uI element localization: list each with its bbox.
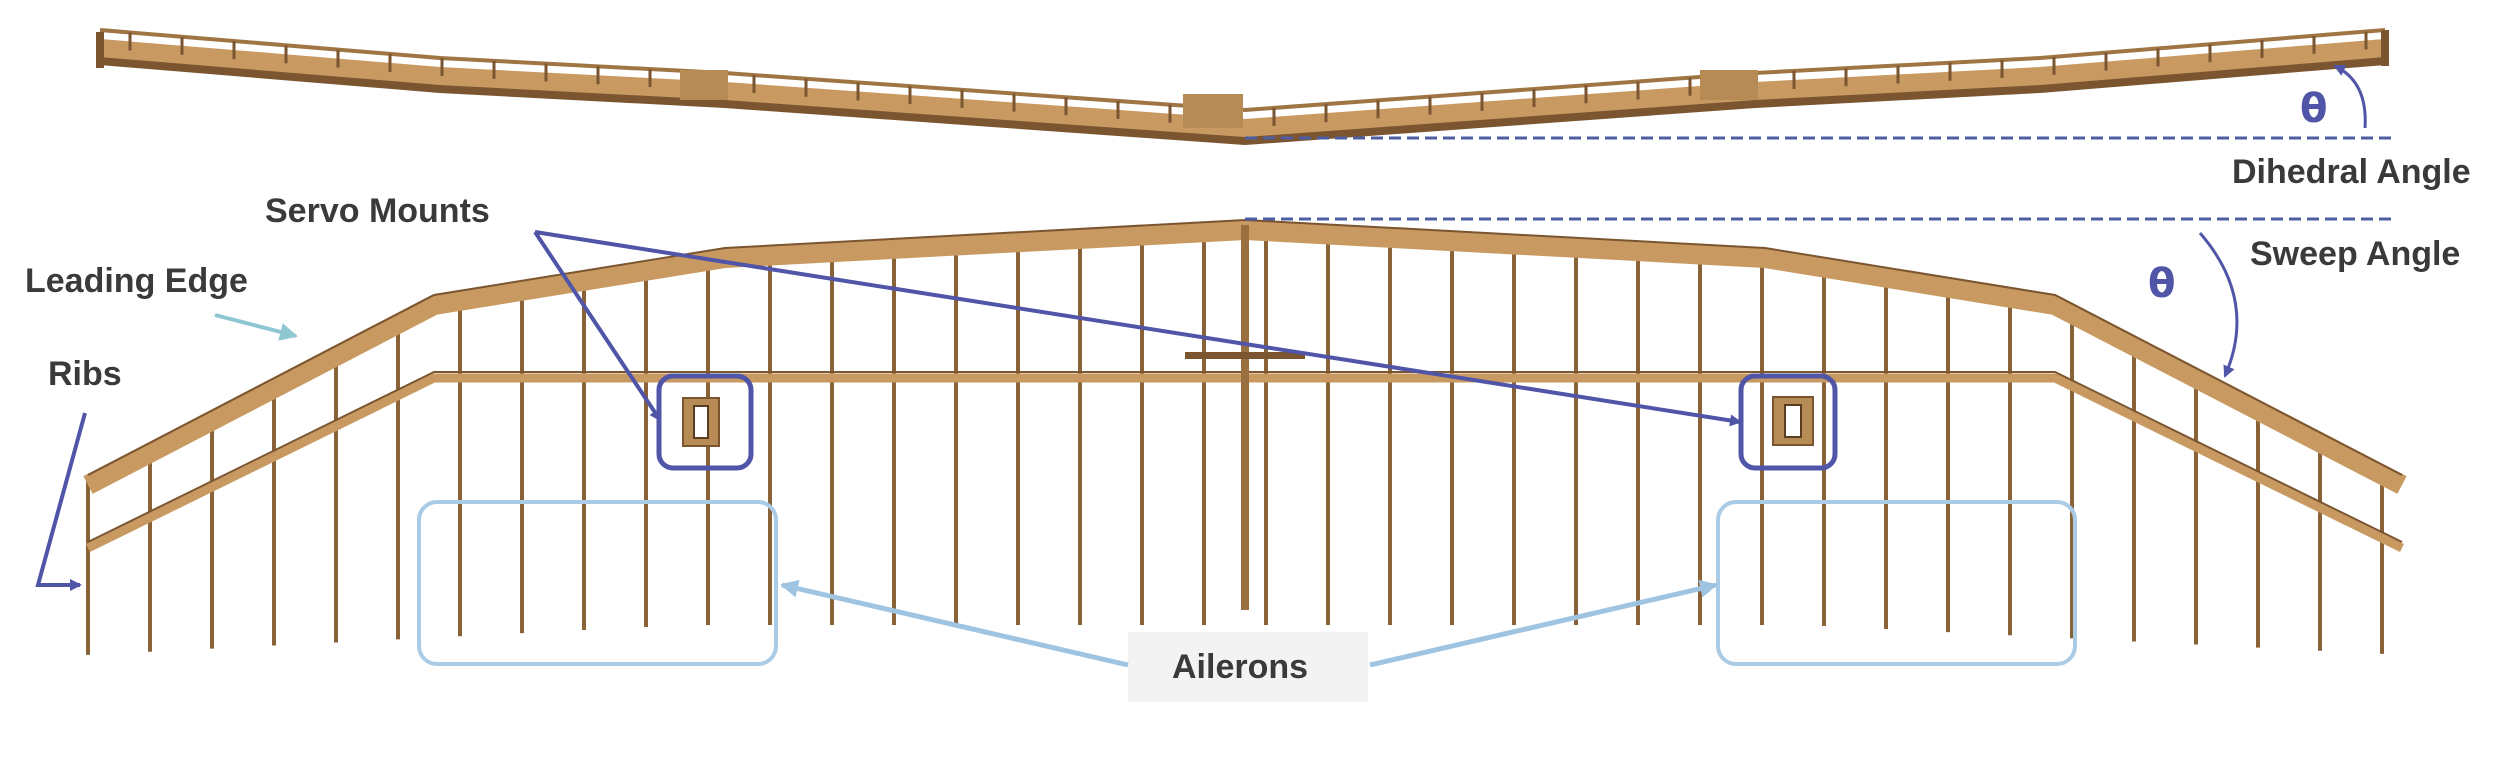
front-servo-block-left bbox=[680, 70, 728, 100]
servo-highlight-box-left bbox=[656, 373, 754, 471]
servo-arrow-right bbox=[534, 230, 1742, 427]
aileron-box-right bbox=[1716, 500, 2077, 666]
top-view-wing bbox=[83, 218, 2407, 655]
center-plate bbox=[1185, 352, 1305, 359]
ribs-arrow bbox=[35, 412, 87, 591]
front-tip-left bbox=[96, 32, 104, 68]
aileron-box-left bbox=[417, 500, 778, 666]
leading-edge-arrow bbox=[214, 313, 298, 341]
front-tip-right bbox=[2381, 30, 2389, 66]
front-spar-lower bbox=[99, 55, 2386, 145]
servo-mount-left-slot bbox=[693, 405, 709, 439]
front-center-block bbox=[1183, 94, 1243, 128]
front-servo-block-right bbox=[1700, 70, 1758, 100]
sweep-angle-arc bbox=[2198, 232, 2239, 378]
front-spar-main bbox=[99, 39, 2386, 137]
aileron-arrow-right bbox=[1369, 579, 1718, 668]
sweep-theta: θ bbox=[2148, 261, 2175, 307]
dihedral-angle-label: Dihedral Angle bbox=[2232, 153, 2471, 191]
dihedral-theta: θ bbox=[2300, 86, 2327, 132]
front-top-rail bbox=[99, 28, 2386, 112]
servo-mounts-label: Servo Mounts bbox=[265, 192, 490, 230]
wing-ribs bbox=[86, 226, 2384, 655]
servo-mount-right-slot bbox=[1784, 404, 1802, 438]
ailerons-label-bg bbox=[1128, 632, 1368, 702]
center-joint bbox=[1241, 225, 1249, 610]
servo-arrow-left bbox=[533, 230, 662, 422]
sweep-angle-label: Sweep Angle bbox=[2250, 235, 2460, 273]
leading-edge-label: Leading Edge bbox=[25, 262, 248, 300]
aileron-arrow-left bbox=[780, 579, 1129, 668]
ribs-label: Ribs bbox=[48, 355, 122, 393]
dihedral-angle-arc bbox=[2333, 64, 2367, 129]
ailerons-label: Ailerons bbox=[1172, 648, 1308, 686]
front-view-wing bbox=[96, 28, 2389, 145]
